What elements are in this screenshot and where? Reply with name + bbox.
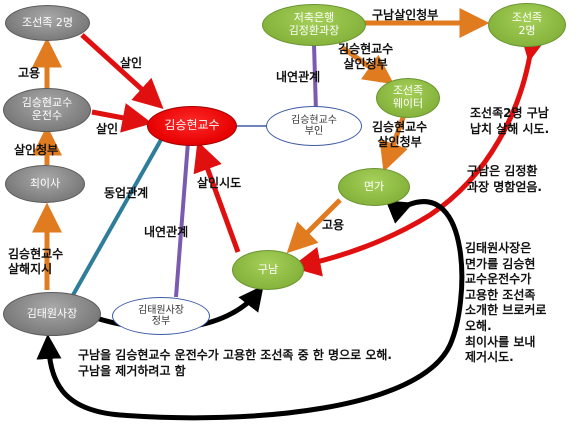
label-attempt: 살인시도 xyxy=(197,176,242,190)
node-chauffeur: 김승현교수 운전수 xyxy=(3,88,91,132)
edge-associate-line xyxy=(71,137,164,296)
node-choi: 최이사 xyxy=(5,165,85,203)
edge-attempt-gunam-to-professor xyxy=(193,140,241,253)
node-gunam: 구남 xyxy=(232,250,304,290)
edge-kill-chauffeur-to-professor xyxy=(91,103,153,133)
note-kidnap-attempt: 조선족2명 구남 납치 살해 시도. xyxy=(470,106,550,136)
label-hire-1: 고용 xyxy=(18,66,41,80)
node-joseonjok-waiter: 조선족 웨이터 xyxy=(376,78,440,118)
node-ceo-lover: 김태원사장 정부 xyxy=(112,297,210,335)
label-waiter-request: 김승현교수 살인청부 xyxy=(372,120,428,149)
label-romance-1: 내연관계 xyxy=(144,225,189,239)
label-kill-2: 살인 xyxy=(96,122,119,136)
label-order-kill: 김승현교수 살해지시 xyxy=(8,247,64,276)
label-kill-request-1: 살인청부 xyxy=(14,143,59,157)
note-bottom-misunderstanding: 구남을 김승현교수 운전수가 고용한 조선족 중 한 명으로 오해. 구남을 제… xyxy=(78,348,392,378)
label-romance-2: 내연관계 xyxy=(276,70,321,84)
node-professor-kim-seunghyun: 김승현교수 xyxy=(147,106,237,146)
node-myeonga: 면가 xyxy=(338,168,410,206)
edge-romance-line-ceo-lover xyxy=(174,141,190,298)
label-bank-request: 구남살인청부 xyxy=(372,8,439,22)
note-ceo-plan: 김태원사장은 면가를 김승현 교수운전수가 고용한 조선족 소개한 브로커로 오… xyxy=(465,241,547,365)
node-joseonjok-2-right: 조선족 2명 xyxy=(488,3,566,47)
label-associate: 동업관계 xyxy=(104,186,149,200)
edge-plan-loop-myeonga-ceo xyxy=(36,199,465,421)
node-bank-kim-jeonghwan: 저축은행 김정환과장 xyxy=(262,4,366,46)
label-bank-request-2: 김승현교수 살인청부 xyxy=(338,42,394,71)
node-professor-wife: 김승현교수 부인 xyxy=(266,106,362,146)
note-gunam-card: 구남은 김정환 과장 명함얻음. xyxy=(467,164,542,194)
node-ceo-kim-taewon: 김태원사장 xyxy=(3,292,101,336)
label-kill-1: 살인 xyxy=(120,56,143,70)
node-joseonjok-2-left: 조선족 2명 xyxy=(5,5,90,41)
label-hire-2: 고용 xyxy=(322,218,345,232)
edge-kill-joseonjok-to-professor xyxy=(80,33,164,110)
